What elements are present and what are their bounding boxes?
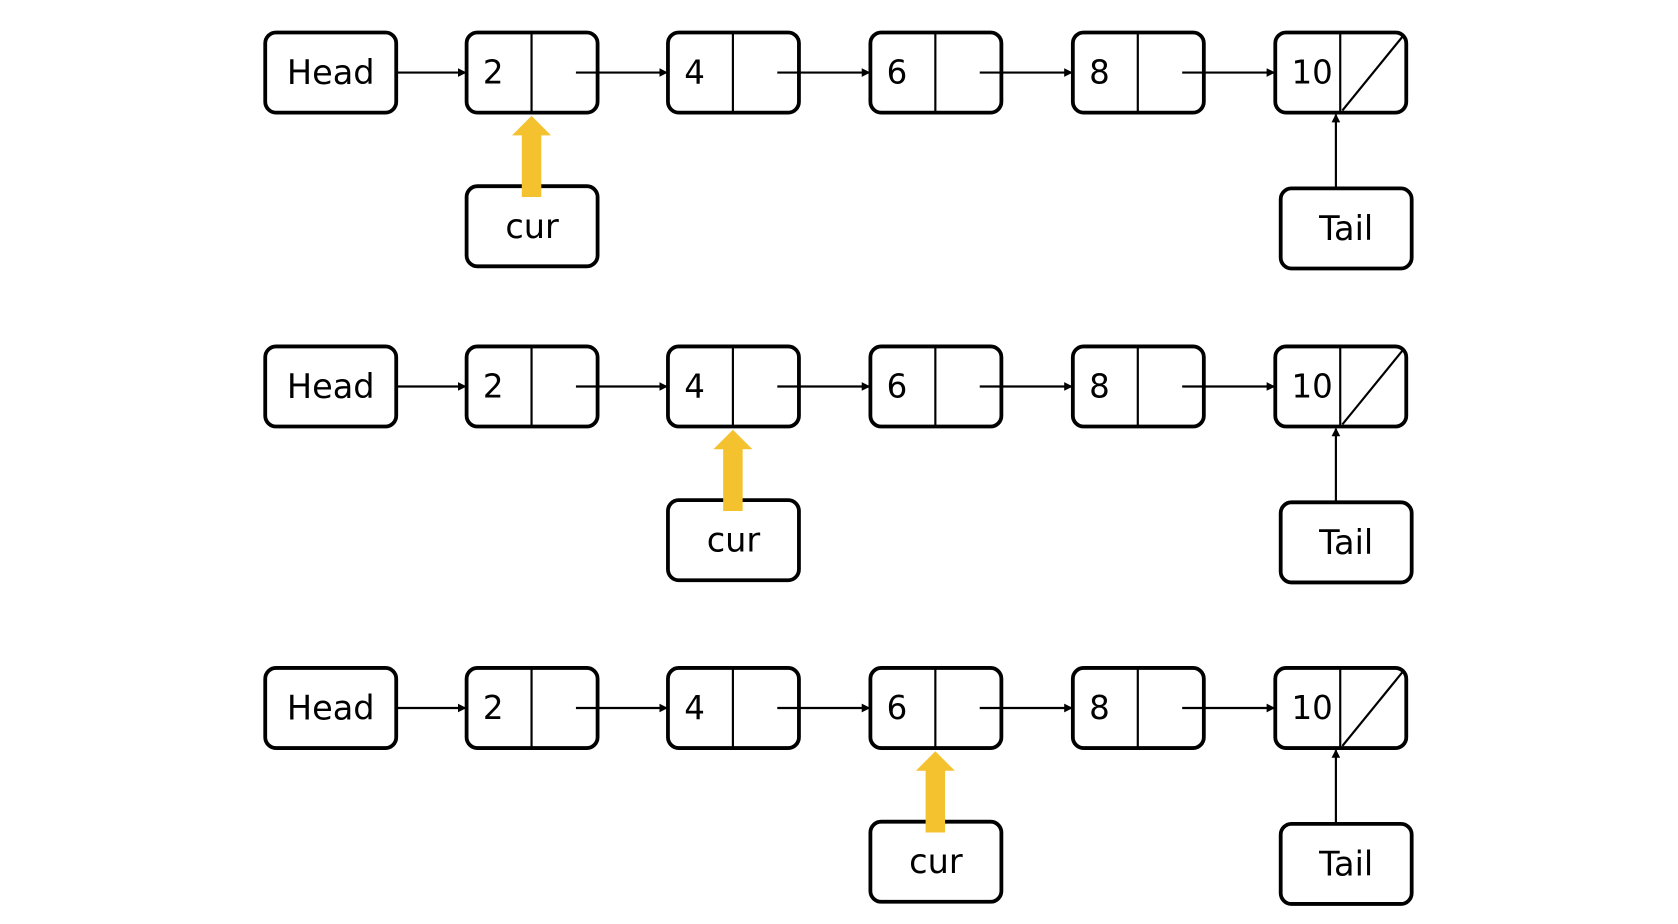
cursor-pointer-box: cur [666, 498, 801, 583]
node-value: 10 [1292, 689, 1333, 727]
node-value: 8 [1089, 689, 1110, 727]
node-value: 8 [1089, 54, 1110, 92]
cursor-arrow [915, 751, 955, 833]
node-value: 6 [887, 689, 908, 727]
cursor-label: cur [505, 207, 559, 246]
tail-box-outline [1278, 500, 1414, 585]
node-value: 2 [483, 367, 504, 405]
tail-pointer-box: Tail [1278, 500, 1414, 585]
node-value: 2 [483, 689, 504, 727]
head-label: Head [287, 689, 375, 728]
cursor-arrow [512, 115, 552, 198]
node-value: 2 [483, 54, 504, 92]
tail-label: Tail [1318, 209, 1373, 248]
head-pointer-box: Head [263, 30, 399, 115]
cursor-label: cur [909, 842, 963, 881]
null-pointer-slash [1341, 33, 1405, 112]
head-pointer-box: Head [263, 344, 399, 429]
cursor-arrow [713, 429, 753, 511]
tail-box-outline [1278, 186, 1414, 271]
list-node-6: 6 [868, 30, 1004, 115]
node-value: 10 [1292, 367, 1333, 405]
cursor-label: cur [707, 521, 761, 560]
cursor-pointer-box: cur [464, 184, 600, 269]
head-label: Head [287, 53, 375, 92]
cursor-pointer-box: cur [868, 819, 1004, 904]
node-value: 4 [684, 54, 705, 92]
head-label: Head [287, 367, 375, 406]
tail-pointer-box: Tail [1278, 821, 1414, 906]
node-value: 6 [887, 54, 908, 92]
list-node-8: 8 [1070, 344, 1206, 429]
node-value: 10 [1292, 54, 1333, 92]
node-value: 8 [1089, 367, 1110, 405]
tail-label: Tail [1318, 523, 1373, 562]
list-node-10: 10 [1273, 666, 1409, 750]
tail-pointer-box: Tail [1278, 186, 1414, 271]
null-pointer-slash [1341, 347, 1405, 426]
node-value: 4 [684, 689, 705, 727]
list-node-10: 10 [1273, 344, 1409, 429]
list-node-8: 8 [1070, 666, 1206, 750]
list-row-3: Head 2 4 6 8 10 cur Tail [263, 666, 1414, 906]
node-value: 6 [887, 367, 908, 405]
node-value: 4 [684, 367, 705, 405]
head-pointer-box: Head [263, 666, 399, 750]
list-node-10: 10 [1273, 30, 1409, 115]
list-node-4: 4 [666, 344, 801, 429]
tail-box-outline [1278, 821, 1414, 906]
tail-label: Tail [1318, 844, 1373, 883]
list-row-2: Head 2 4 6 8 10 cur Tail [263, 344, 1414, 585]
null-pointer-slash [1341, 669, 1405, 747]
list-row-1: Head 2 4 6 8 10 cur Tail [263, 30, 1414, 271]
